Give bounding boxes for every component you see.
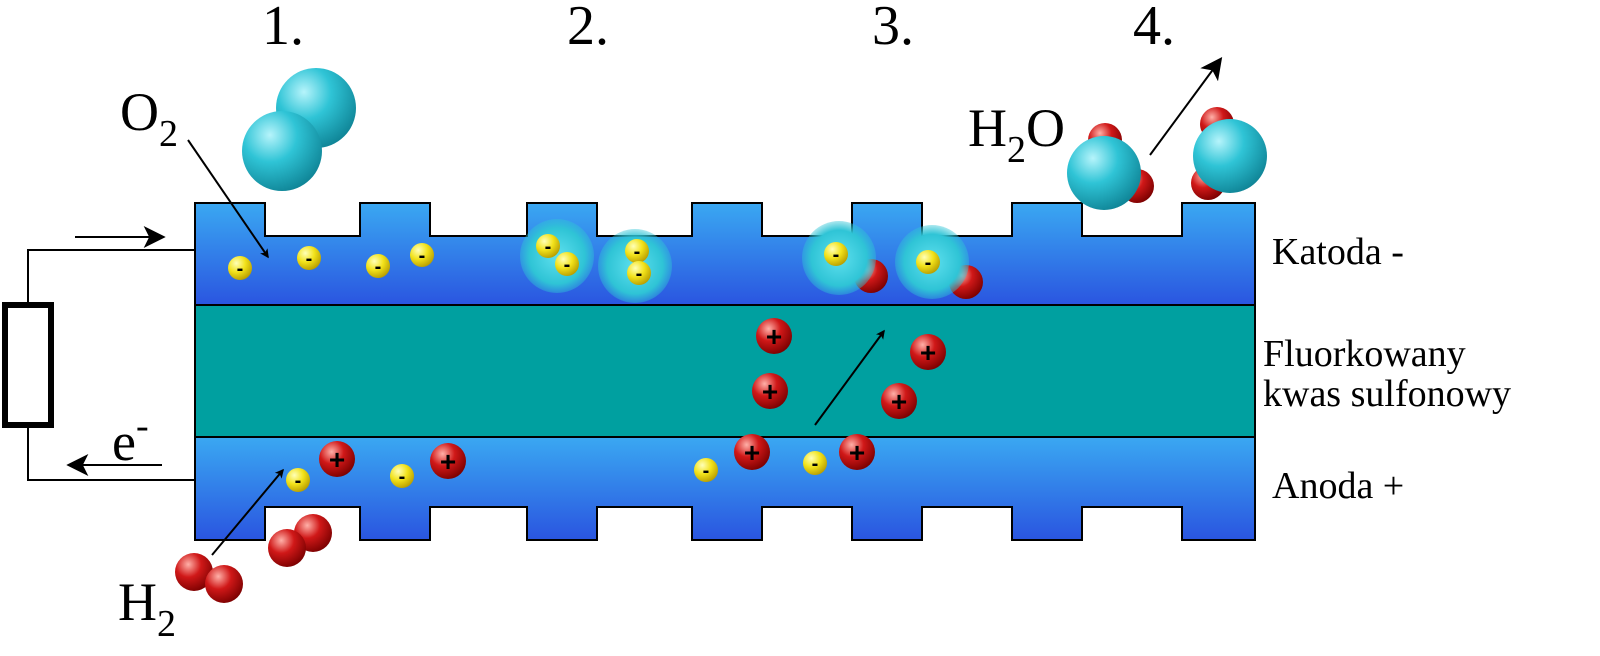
- cathode-layer: [194, 202, 1256, 306]
- membrane-layer: [194, 304, 1256, 438]
- membrane-label-line2: kwas sulfonowy: [1263, 373, 1511, 415]
- oxygen-atom-with-electrons: - -: [598, 229, 672, 303]
- svg-text:+: +: [849, 437, 865, 468]
- anode-label: Anoda +: [1272, 465, 1404, 507]
- oxygen-molecule: [242, 68, 356, 191]
- proton-particle: +: [881, 383, 917, 419]
- hydrogen-label: H2: [118, 572, 176, 645]
- electron-particle: -: [803, 451, 827, 475]
- svg-text:+: +: [329, 444, 345, 475]
- water-exit-arrow: [1149, 57, 1223, 156]
- proton-arrow: [814, 329, 885, 426]
- water-molecule: [1191, 107, 1267, 200]
- hydrogen-molecule: [268, 514, 332, 567]
- oxygen-arrow: [187, 139, 269, 259]
- svg-text:-: -: [833, 244, 840, 266]
- step-label-4: 4.: [1133, 0, 1175, 57]
- load-resistor: [2, 302, 54, 428]
- svg-text:-: -: [306, 248, 313, 270]
- electron-particle: -: [694, 458, 718, 482]
- proton-particle: +: [430, 443, 466, 479]
- svg-text:+: +: [920, 337, 936, 368]
- svg-text:+: +: [766, 321, 782, 352]
- anode-layer: [194, 436, 1256, 541]
- svg-text:+: +: [891, 386, 907, 417]
- electron-label: e-: [112, 405, 149, 472]
- svg-text:-: -: [564, 254, 571, 276]
- external-circuit: e-: [2, 226, 195, 481]
- svg-text:-: -: [703, 460, 710, 482]
- svg-text:+: +: [762, 376, 778, 407]
- svg-text:-: -: [419, 245, 426, 267]
- hydrogen-arrow: [211, 468, 284, 556]
- step-label-1: 1.: [262, 0, 304, 57]
- proton-particle: +: [752, 373, 788, 409]
- electron-particle: -: [286, 468, 310, 492]
- svg-text:-: -: [925, 252, 932, 274]
- hydrogen-molecule: [175, 553, 243, 603]
- svg-text:-: -: [545, 236, 552, 258]
- proton-particle: +: [319, 441, 355, 477]
- oxygen-atom-with-electrons: - -: [520, 219, 594, 293]
- proton-particle: +: [734, 434, 770, 470]
- water-label: H2O: [968, 98, 1065, 171]
- oxygen-ion-with-hydrogen: -: [895, 225, 983, 299]
- svg-text:-: -: [375, 256, 382, 278]
- svg-text:-: -: [812, 453, 819, 475]
- electron-particle: -: [390, 464, 414, 488]
- electron-particle: -: [297, 246, 321, 270]
- cathode-label: Katoda -: [1272, 231, 1404, 273]
- svg-text:-: -: [634, 241, 641, 263]
- water-molecule: [1067, 123, 1154, 210]
- proton-particle: +: [839, 434, 875, 470]
- oxygen-label: O2: [120, 82, 178, 155]
- svg-text:-: -: [636, 263, 643, 285]
- electron-particle: -: [366, 254, 390, 278]
- svg-text:-: -: [295, 470, 302, 492]
- electron-particle: -: [228, 256, 252, 280]
- proton-particle: +: [910, 334, 946, 370]
- membrane-label-line1: Fluorkowany: [1263, 333, 1466, 375]
- oxygen-ion-with-hydrogen: -: [802, 221, 888, 295]
- proton-particle: +: [756, 318, 792, 354]
- svg-text:+: +: [440, 446, 456, 477]
- step-label-2: 2.: [567, 0, 609, 57]
- svg-text:-: -: [399, 466, 406, 488]
- svg-text:-: -: [237, 258, 244, 280]
- step-label-3: 3.: [872, 0, 914, 57]
- svg-text:+: +: [744, 437, 760, 468]
- electron-particle: -: [410, 243, 434, 267]
